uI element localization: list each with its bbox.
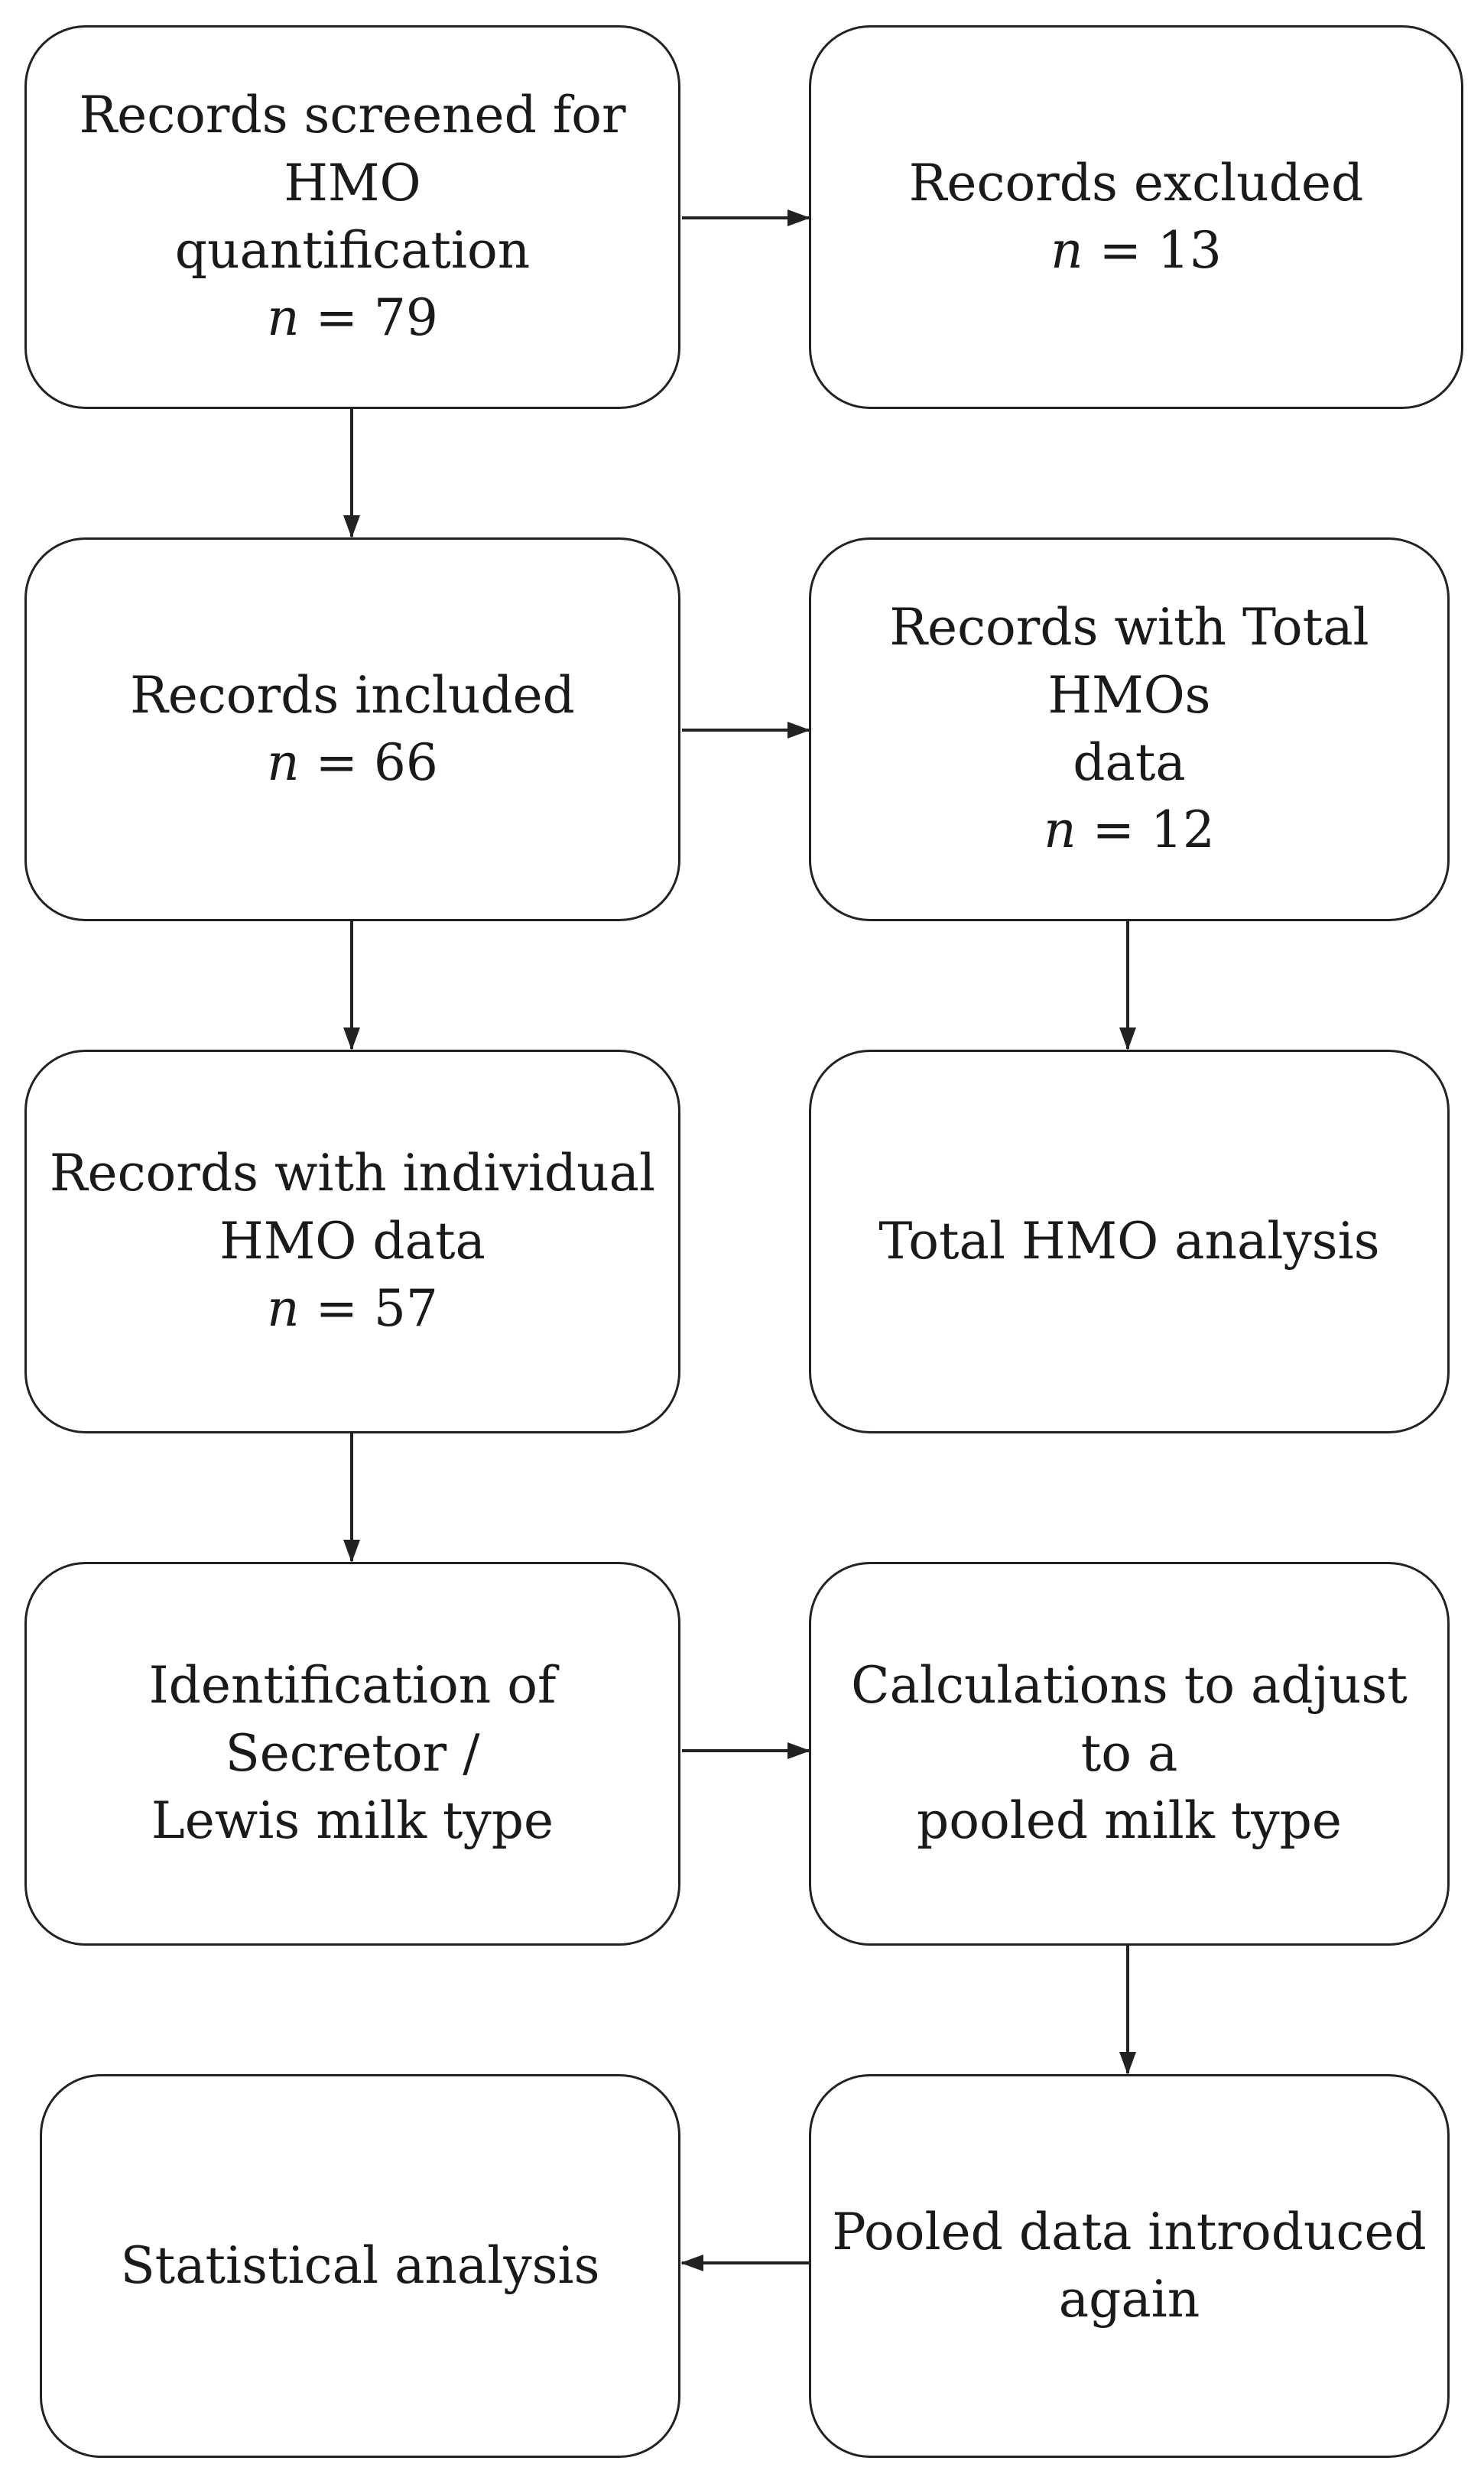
records-excluded-line-1: Records excluded: [908, 153, 1364, 213]
records-included-line-1: Records included: [130, 665, 575, 725]
records-excluded-count-value: = 13: [1083, 221, 1222, 280]
records-individual-line-2: HMO data: [219, 1211, 485, 1271]
records-included-box: Records included n = 66: [24, 537, 680, 921]
records-screened-count: n = 79: [267, 284, 438, 352]
n-symbol: n: [267, 733, 300, 792]
pooled-calculations-box: Calculations to adjust to a pooled milk …: [809, 1562, 1450, 1946]
records-total-hmos-count: n = 12: [1044, 797, 1215, 864]
secretor-lewis-box: Identification of Secretor / Lewis milk …: [24, 1562, 680, 1946]
records-individual-count: n = 57: [267, 1275, 438, 1342]
records-included-count: n = 66: [267, 729, 438, 797]
statistical-analysis-box: Statistical analysis: [40, 2074, 680, 2458]
records-total-hmos-box: Records with Total HMOs data n = 12: [809, 537, 1450, 921]
pooled-data-introduced-line-2: again: [1058, 2270, 1200, 2329]
records-screened-box: Records screened for HMO quantification …: [24, 25, 680, 409]
records-excluded-box: Records excluded n = 13: [809, 25, 1463, 409]
n-symbol: n: [267, 1279, 300, 1339]
records-total-hmos-line-2: data: [1073, 733, 1186, 792]
records-individual-hmo-box: Records with individual HMO data n = 57: [24, 1050, 680, 1433]
pooled-calculations-line-1: Calculations to adjust to a: [851, 1656, 1408, 1783]
pooled-data-introduced-line-1: Pooled data introduced: [832, 2202, 1427, 2261]
records-excluded-count: n = 13: [1050, 217, 1222, 284]
pooled-data-introduced-box: Pooled data introduced again: [809, 2074, 1450, 2458]
secretor-lewis-line-1: Identification of Secretor /: [148, 1656, 557, 1783]
pooled-calculations-line-2: pooled milk type: [916, 1791, 1342, 1851]
records-screened-line-1: Records screened for HMO: [79, 86, 626, 213]
secretor-lewis-line-2: Lewis milk type: [151, 1791, 554, 1851]
records-screened-line-2: quantification: [174, 221, 531, 280]
records-individual-line-1: Records with individual: [49, 1144, 656, 1203]
n-symbol: n: [267, 288, 300, 348]
records-total-hmos-line-1: Records with Total HMOs: [889, 598, 1369, 725]
statistical-analysis-label: Statistical analysis: [120, 2235, 600, 2295]
n-symbol: n: [1044, 800, 1076, 860]
total-hmo-analysis-box: Total HMO analysis: [809, 1050, 1450, 1433]
records-included-count-value: = 66: [299, 733, 438, 792]
total-hmo-analysis-label: Total HMO analysis: [878, 1211, 1380, 1271]
n-symbol: n: [1050, 221, 1083, 280]
records-screened-count-value: = 79: [299, 288, 438, 348]
records-total-hmos-count-value: = 12: [1076, 800, 1215, 860]
records-individual-count-value: = 57: [299, 1279, 438, 1339]
